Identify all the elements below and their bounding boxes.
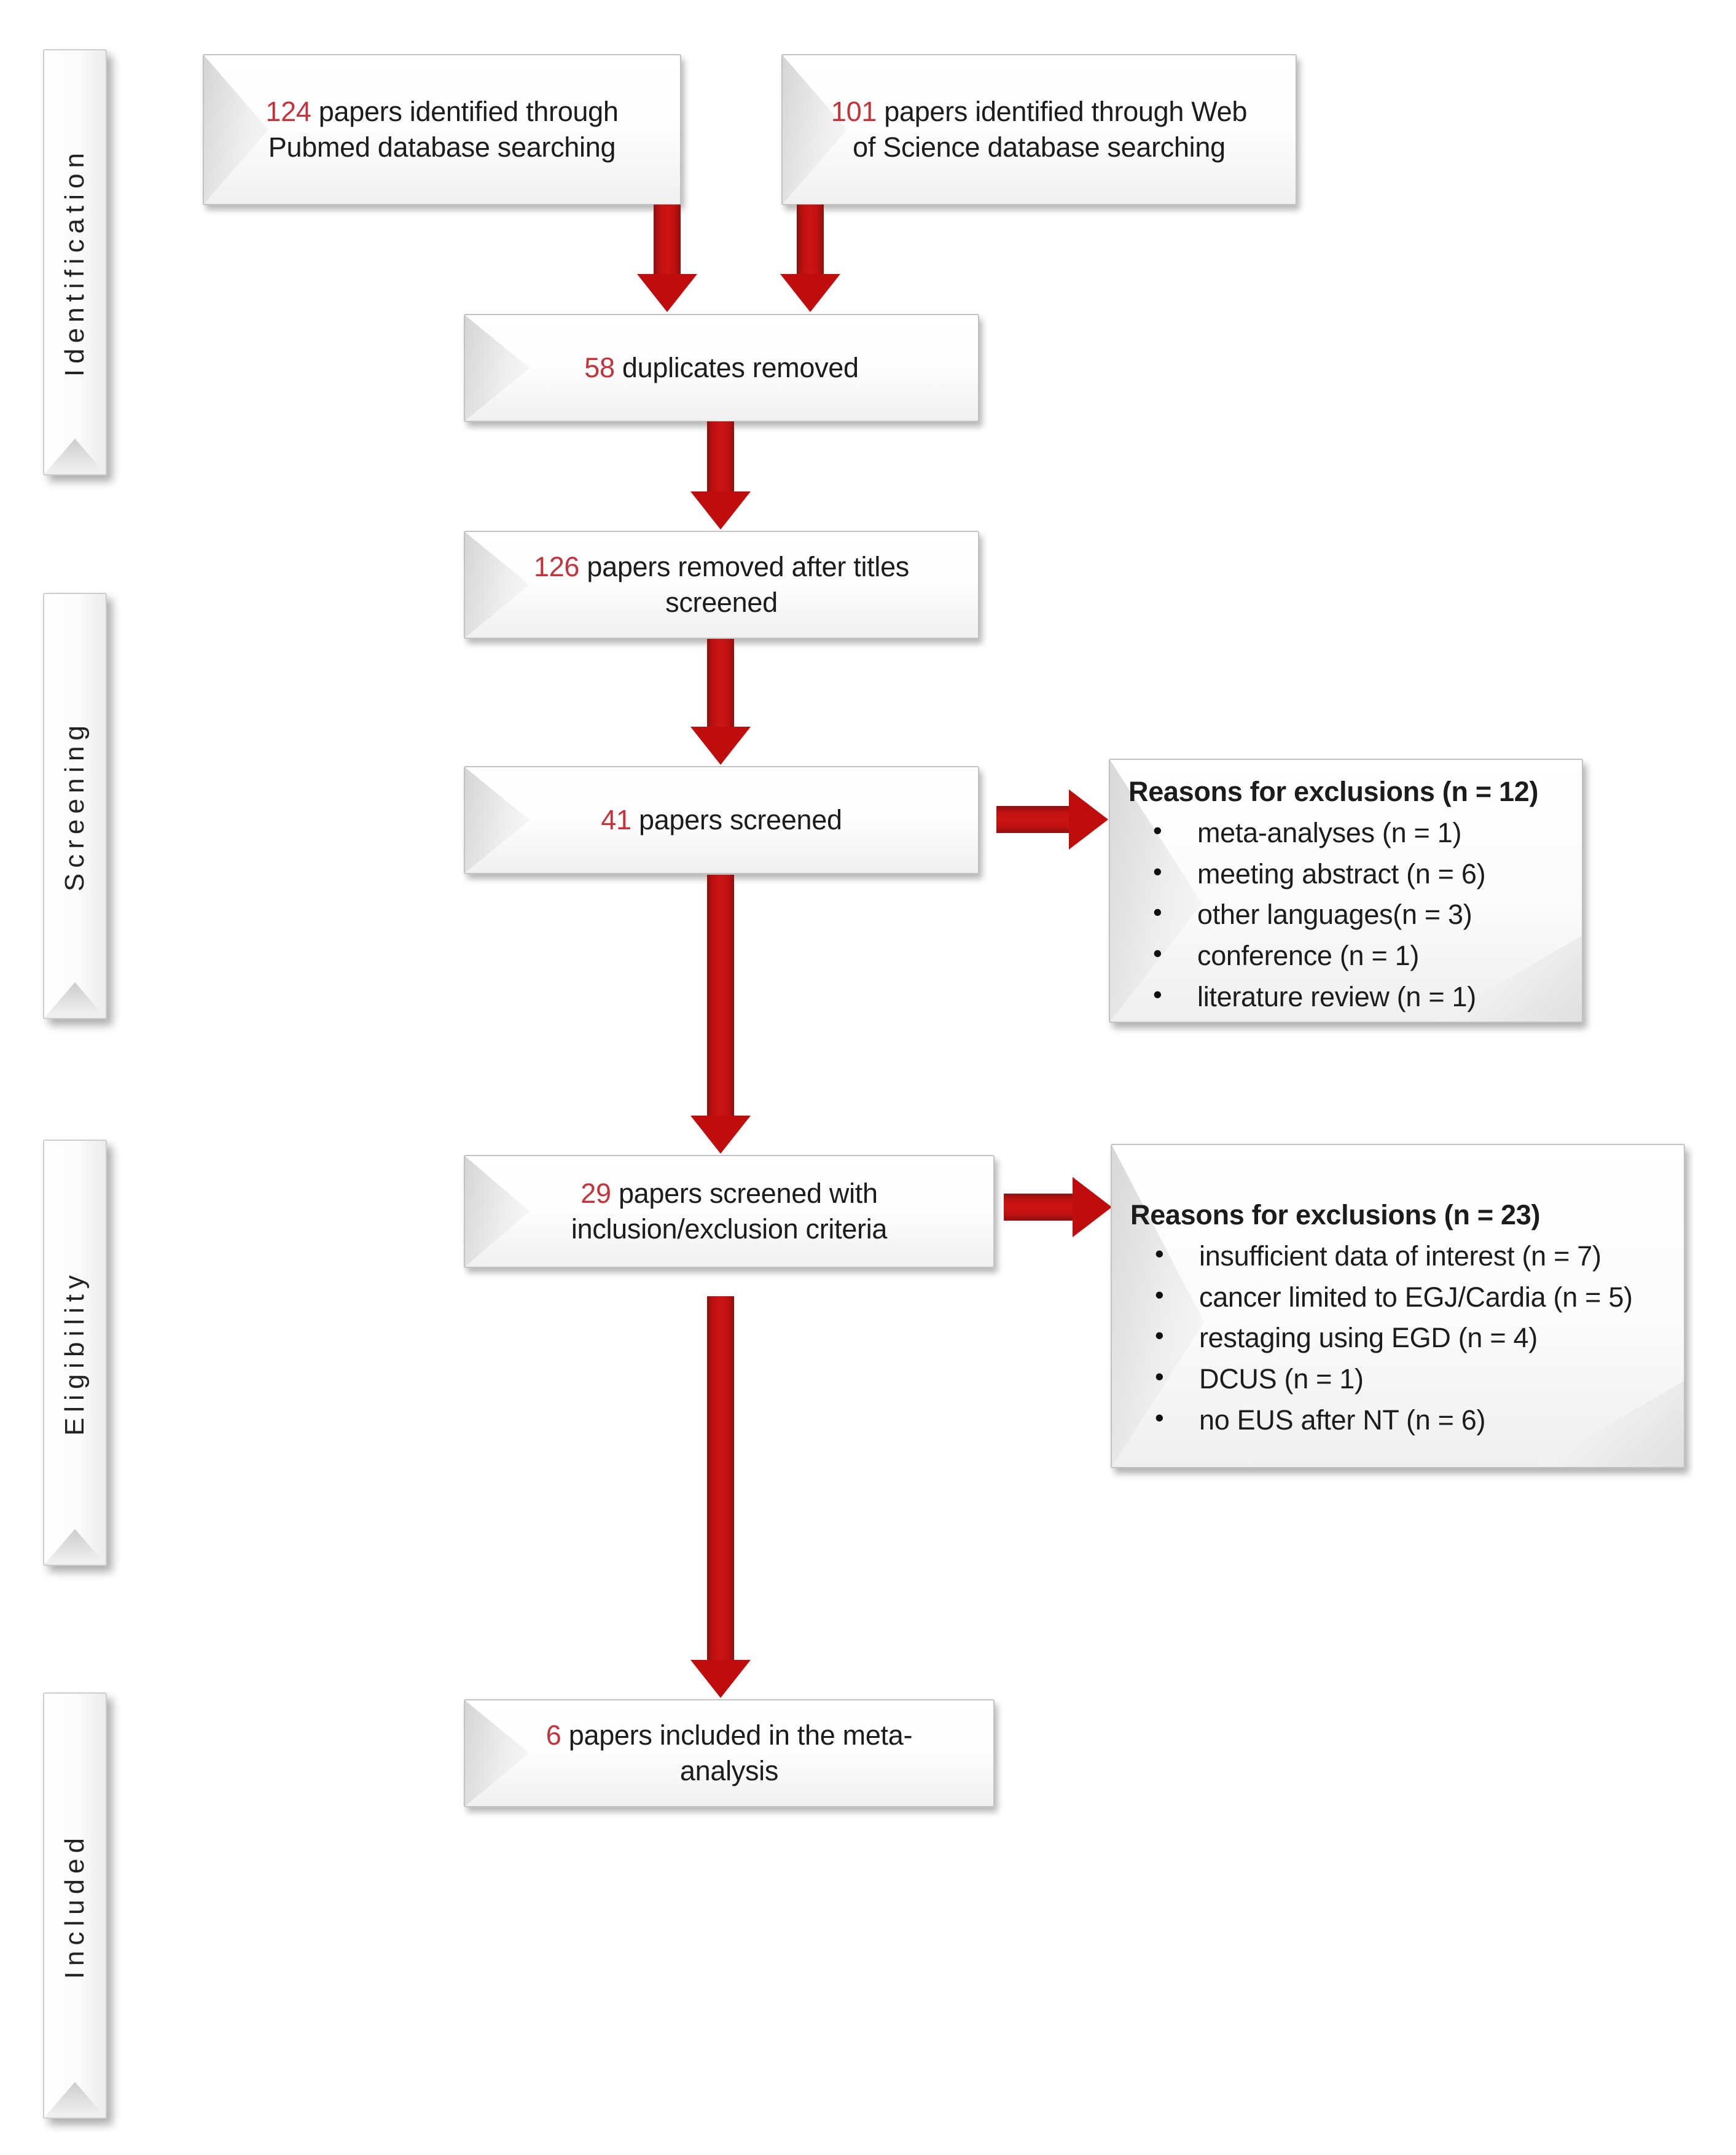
exclusions-eligibility-title: Reasons for exclusions (n = 23) (1130, 1199, 1541, 1230)
duplicates-label: duplicates removed (622, 351, 859, 383)
criteria-label: papers screened with inclusion/exclusion… (571, 1177, 888, 1245)
arrow-head (1073, 1177, 1112, 1237)
arrow-duplicates-to-titles (690, 421, 751, 530)
list-item: insufficient data of interest (n = 7) (1130, 1239, 1669, 1272)
exclusions-eligibility-box: Reasons for exclusions (n = 23) insuffic… (1111, 1144, 1685, 1468)
arrow-stem (707, 875, 734, 1116)
stage-included-label: Included (60, 1832, 90, 1979)
arrow-head (690, 491, 751, 530)
screened-count: 41 (601, 804, 631, 835)
node-criteria-screened: 29 papers screened with inclusion/exclus… (464, 1155, 995, 1268)
stage-identification-label: Identification (60, 147, 90, 377)
titles-screened-count: 126 (533, 550, 580, 582)
arrow-wos-to-duplicates (780, 205, 840, 312)
arrow-head (690, 727, 751, 765)
stage-screening: Screening (43, 593, 107, 1019)
arrow-stem (707, 1296, 734, 1660)
arrow-stem (996, 806, 1069, 833)
included-count: 6 (545, 1719, 561, 1751)
arrow-head (690, 1660, 751, 1698)
list-item: conference (n = 1) (1128, 939, 1565, 972)
arrow-stem (654, 205, 681, 274)
list-item: other languages(n = 3) (1128, 898, 1565, 931)
node-duplicates-removed: 58 duplicates removed (464, 314, 979, 422)
arrow-stem (797, 205, 824, 274)
arrow-titles-to-screened (690, 639, 751, 765)
list-item: no EUS after NT (n = 6) (1130, 1403, 1669, 1436)
stage-included: Included (43, 1692, 107, 2119)
exclusions-screening-box: Reasons for exclusions (n = 12) meta-ana… (1109, 759, 1583, 1023)
arrow-pubmed-to-duplicates (637, 205, 697, 312)
web-of-science-label: papers identified through Web of Science… (853, 95, 1248, 163)
pubmed-count: 124 (265, 95, 311, 127)
web-of-science-count: 101 (831, 95, 877, 127)
list-item: restaging using EGD (n = 4) (1130, 1321, 1669, 1354)
list-item: DCUS (n = 1) (1130, 1362, 1669, 1395)
arrow-screened-to-criteria (690, 875, 751, 1154)
pubmed-label: papers identified through Pubmed databas… (268, 95, 619, 163)
node-included: 6 papers included in the meta- analysis (464, 1699, 995, 1807)
included-label: papers included in the meta- analysis (568, 1719, 913, 1787)
exclusions-screening-list: meta-analyses (n = 1) meeting abstract (… (1128, 816, 1565, 1013)
duplicates-count: 58 (584, 351, 615, 383)
screened-label: papers screened (638, 804, 842, 835)
node-titles-screened: 126 papers removed after titles screened (464, 531, 979, 639)
list-item: cancer limited to EGJ/Cardia (n = 5) (1130, 1280, 1669, 1313)
arrow-stem (707, 639, 734, 727)
arrow-criteria-to-exclusions (1004, 1177, 1112, 1237)
arrow-criteria-to-included (690, 1296, 751, 1698)
stage-eligibility: Eligibility (43, 1140, 107, 1566)
stage-eligibility-label: Eligibility (60, 1269, 90, 1436)
arrow-head (1069, 789, 1108, 850)
exclusions-screening-title: Reasons for exclusions (n = 12) (1128, 776, 1539, 807)
node-web-of-science: 101 papers identified through Web of Sci… (781, 54, 1297, 205)
stage-identification: Identification (43, 49, 107, 475)
arrow-head (637, 274, 697, 312)
arrow-screened-to-exclusions (996, 789, 1108, 850)
titles-screened-label: papers removed after titles screened (587, 550, 910, 619)
arrow-head (690, 1116, 751, 1154)
criteria-count: 29 (581, 1177, 611, 1209)
arrow-stem (1004, 1194, 1073, 1221)
node-pubmed: 124 papers identified through Pubmed dat… (203, 54, 681, 205)
stage-screening-label: Screening (60, 720, 90, 892)
node-papers-screened: 41 papers screened (464, 766, 979, 874)
list-item: meeting abstract (n = 6) (1128, 857, 1565, 890)
list-item: meta-analyses (n = 1) (1128, 816, 1565, 849)
exclusions-eligibility-list: insufficient data of interest (n = 7) ca… (1130, 1239, 1669, 1436)
arrow-head (780, 274, 840, 312)
list-item: literature review (n = 1) (1128, 980, 1565, 1013)
arrow-stem (707, 421, 734, 491)
